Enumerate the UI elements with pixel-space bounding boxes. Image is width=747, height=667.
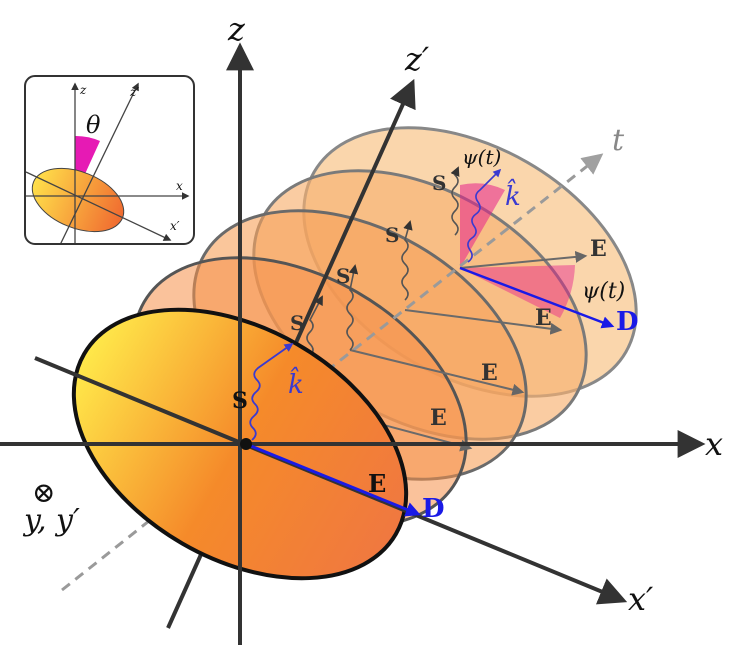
inset-label-x-prime: x′ [170,219,180,233]
psi-wedge-top [460,183,505,268]
label-S-3: S [385,223,399,247]
D-arrow-back [459,266,615,329]
label-z: z [227,10,246,48]
label-E-front: E [368,469,386,498]
label-y: y, y′ [22,503,80,538]
S-wave-front [249,342,294,441]
E-arrow-3 [404,309,563,335]
D-arrow-front [245,442,421,517]
label-D-back: D [616,307,639,337]
label-k-front: k̂ [288,366,304,400]
inset-label-z-prime: z′ [129,85,139,99]
label-x: x [705,425,723,463]
label-E-2: E [481,360,498,386]
origin-dot [240,438,252,450]
inset-label-theta: θ [86,111,101,139]
label-S-2: S [336,264,350,288]
inset-label-z: z [79,83,87,97]
S-wave-4a [450,166,460,236]
t-axis [299,153,604,394]
S-wave-2 [346,264,359,351]
label-S-4: S [432,171,446,195]
inset-panel: z z′ x x′ θ [24,75,195,245]
label-S-front: S [232,388,248,414]
label-t: t [612,123,625,158]
label-S-1: S [290,311,304,335]
label-E-4: E [590,236,607,262]
S-wave-3 [401,220,413,301]
label-z-prime: z′ [404,40,430,78]
label-k-back: k̂ [505,178,521,212]
label-psi-top: ψ(t) [462,145,501,169]
inset-label-x: x [176,179,183,193]
k-wave-back [467,168,502,263]
label-E-3: E [535,305,552,331]
E-arrow-2 [349,349,525,396]
label-D-front: D [422,494,445,524]
label-x-prime: x′ [628,580,654,618]
label-psi-side: ψ(t) [582,279,625,304]
label-y-symbol: ⊗ [32,476,55,509]
E-arrow-4 [459,250,588,269]
label-E-1: E [430,405,447,431]
